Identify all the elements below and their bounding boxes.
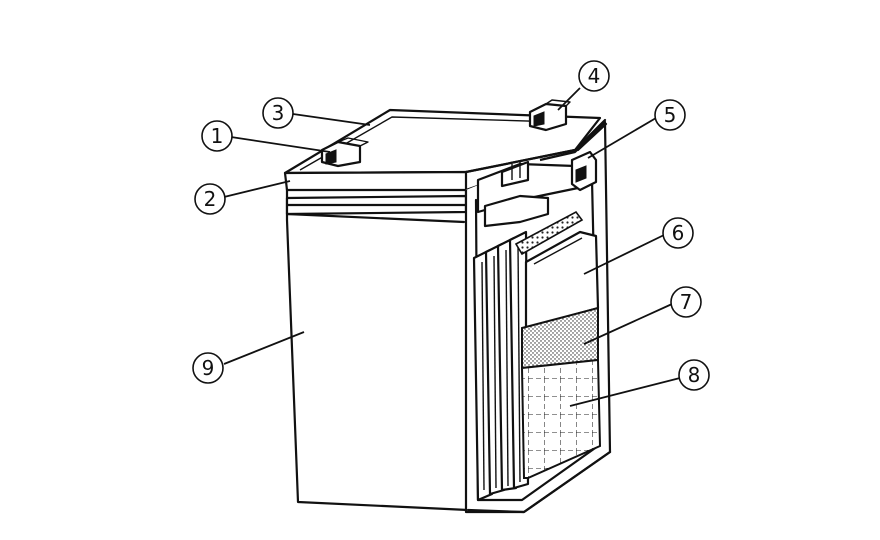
callout-9-label: 9 bbox=[202, 356, 215, 380]
plate-grid bbox=[520, 358, 602, 479]
callout-8: 8 bbox=[678, 359, 710, 391]
callout-9: 9 bbox=[192, 352, 224, 384]
callout-5-label: 5 bbox=[664, 103, 677, 127]
callout-7-label: 7 bbox=[680, 290, 693, 314]
callout-3-label: 3 bbox=[272, 101, 285, 125]
battery-case bbox=[285, 186, 470, 512]
callout-3: 3 bbox=[262, 97, 294, 129]
separator-top bbox=[514, 210, 584, 256]
plate-stack bbox=[472, 230, 530, 502]
callout-5: 5 bbox=[654, 99, 686, 131]
callout-6-label: 6 bbox=[672, 221, 685, 245]
terminal-left bbox=[320, 137, 369, 168]
callout-2: 2 bbox=[194, 183, 226, 215]
callout-1: 1 bbox=[201, 120, 233, 152]
callout-4-label: 4 bbox=[588, 64, 601, 88]
callout-4: 4 bbox=[578, 60, 610, 92]
bottom-edge bbox=[466, 450, 612, 514]
callout-7: 7 bbox=[670, 286, 702, 318]
callout-6: 6 bbox=[662, 217, 694, 249]
callout-1-label: 1 bbox=[211, 124, 224, 148]
positive-plate bbox=[524, 230, 600, 330]
callout-8-label: 8 bbox=[688, 363, 701, 387]
leader-lines bbox=[223, 87, 681, 407]
battery-lid bbox=[283, 108, 607, 192]
callout-2-label: 2 bbox=[204, 187, 217, 211]
terminal-right bbox=[528, 99, 571, 132]
